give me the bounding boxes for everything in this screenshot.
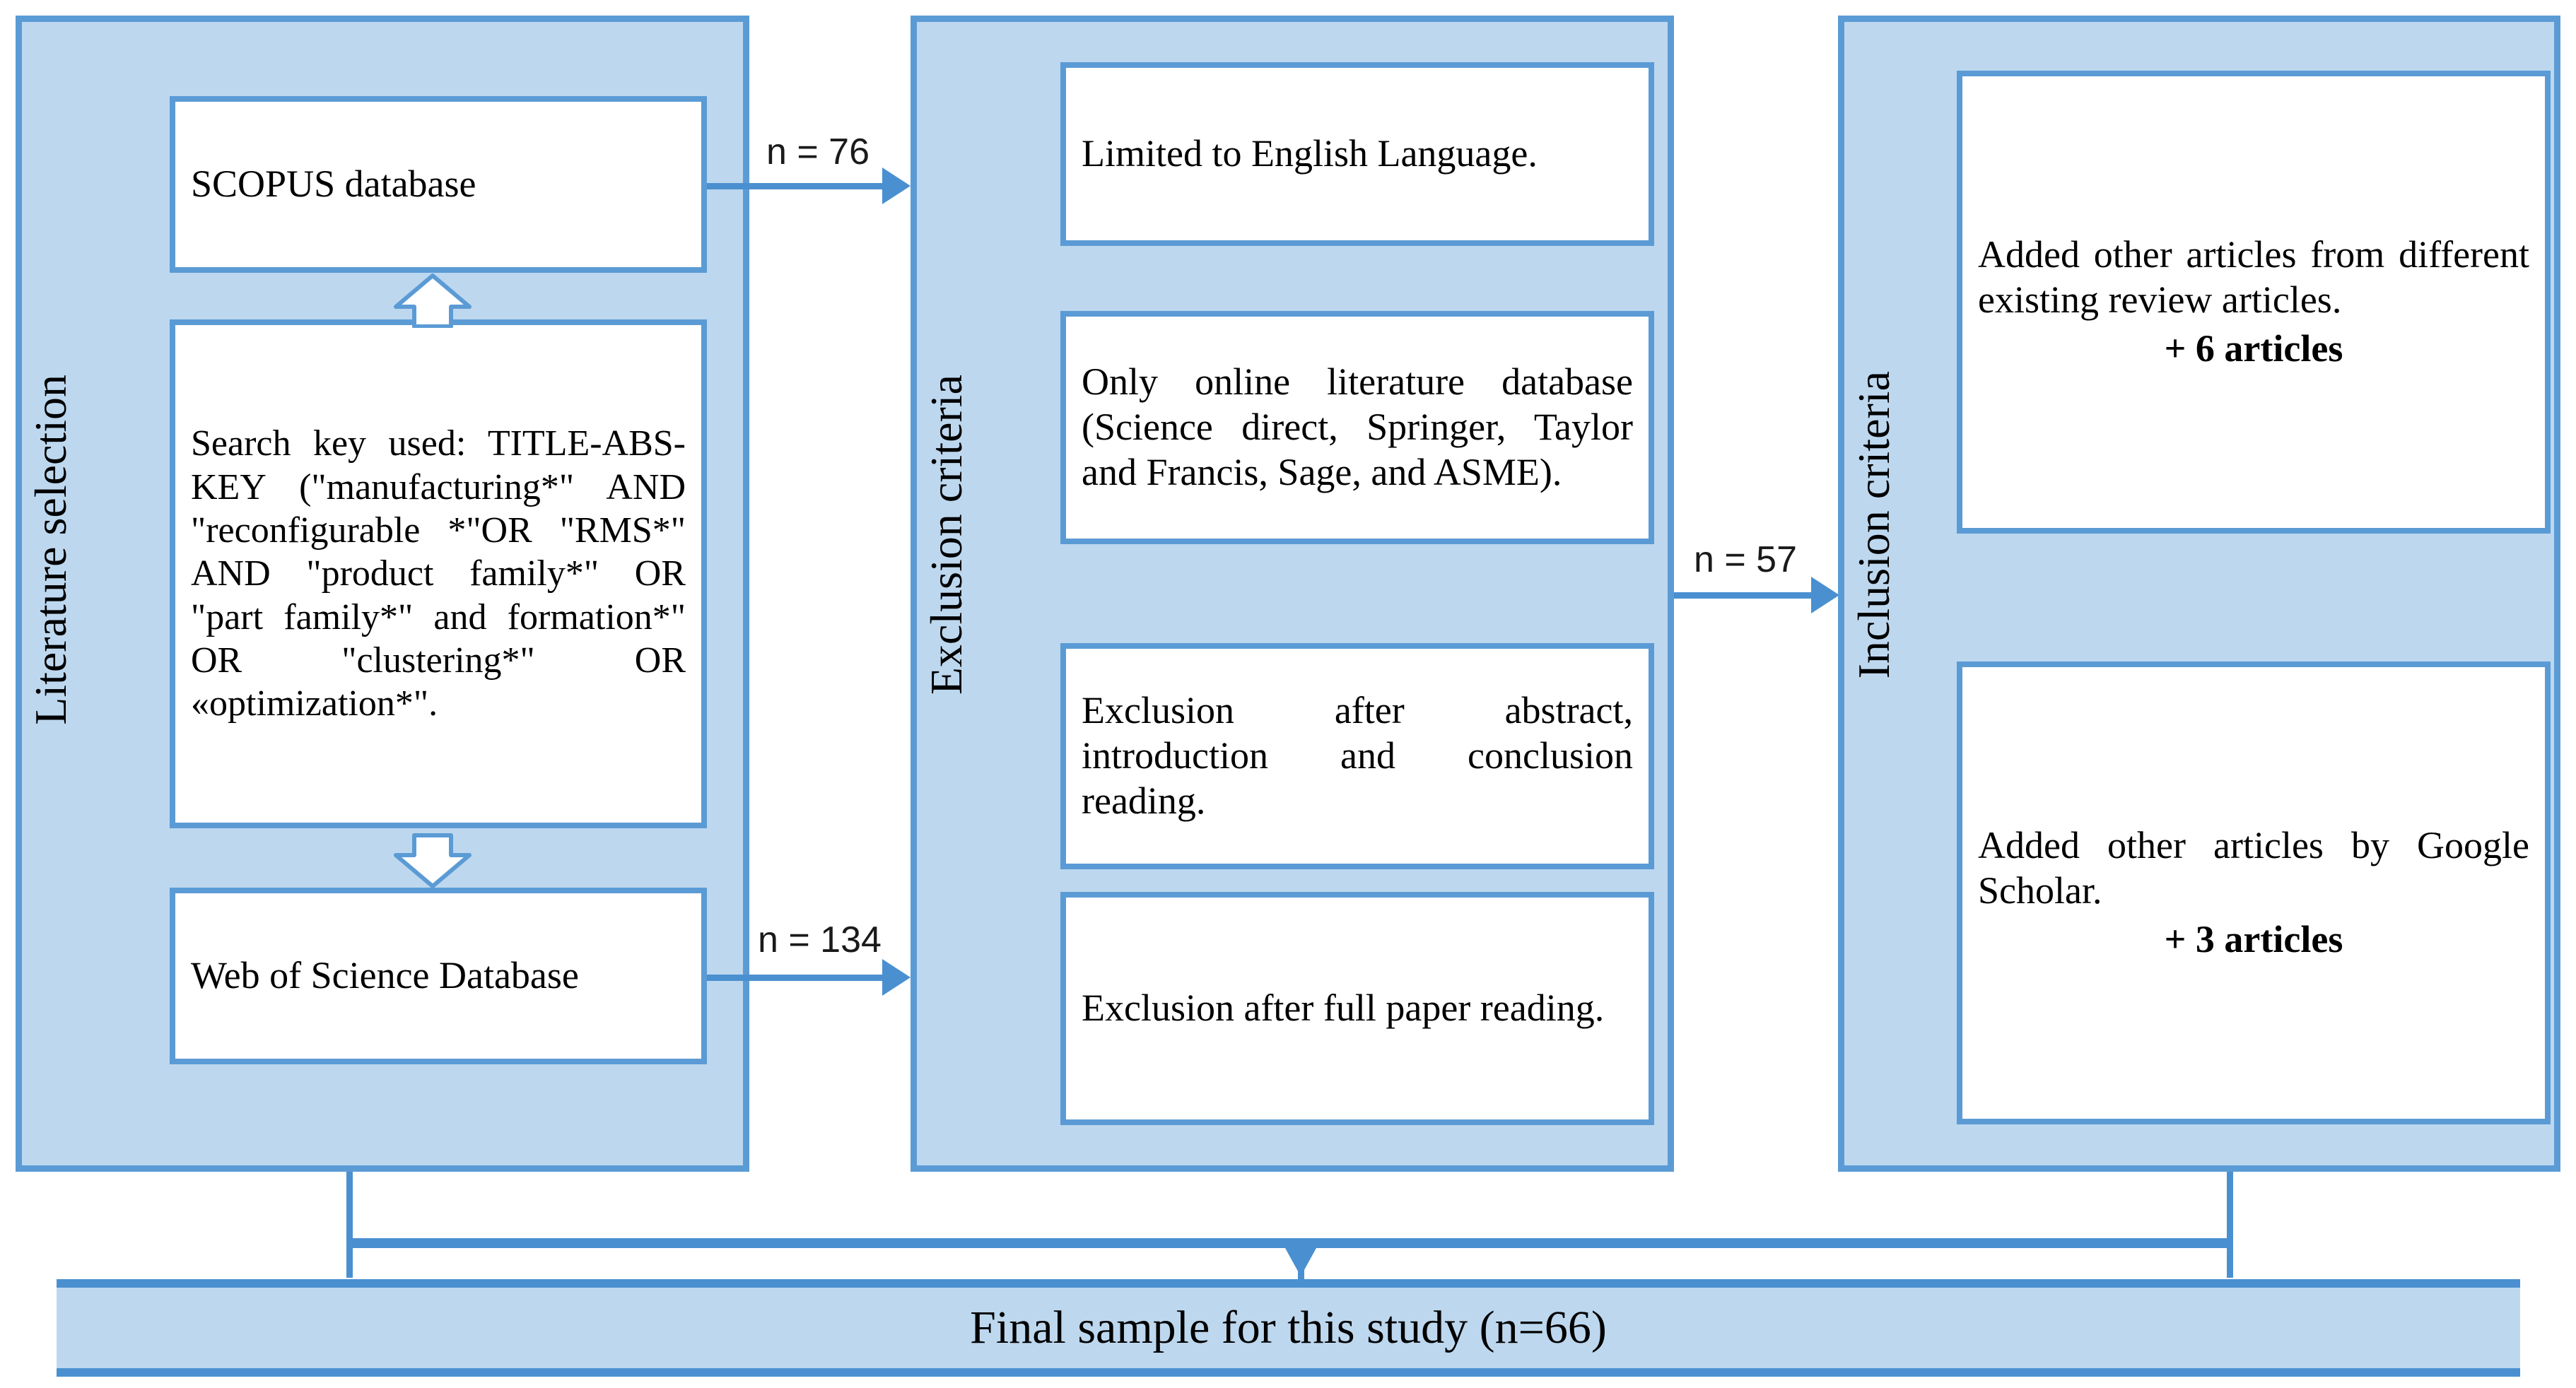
arrowhead-right-icon-wos	[882, 959, 911, 996]
box-exclusion-after-full-paper: Exclusion after full paper reading.	[1060, 892, 1654, 1125]
box-scopus-database: SCOPUS database	[170, 96, 707, 273]
stage-label-literature-selection: Literature selection	[25, 375, 76, 725]
stage-label-exclusion-criteria: Exclusion criteria	[921, 375, 971, 695]
box-added-from-google-scholar-count: + 3 articles	[2164, 918, 2343, 961]
box-exclusion-after-full-paper-text: Exclusion after full paper reading.	[1082, 987, 1605, 1030]
box-added-from-review-articles: Added other articles from different exis…	[1957, 71, 2551, 534]
box-online-literature-database: Only online literature database (Science…	[1060, 311, 1654, 544]
connector-scopus-to-exclusion	[707, 183, 884, 189]
box-search-key-text: Search key used: TITLE-ABS-KEY ("manufac…	[191, 423, 686, 724]
box-scopus-database-text: SCOPUS database	[191, 163, 476, 206]
connector-wos-to-exclusion	[707, 975, 884, 981]
final-sample-bar: Final sample for this study (n=66)	[57, 1279, 2520, 1377]
box-exclusion-after-abstract-text: Exclusion after abstract, introduction a…	[1082, 689, 1633, 822]
final-sample-text: Final sample for this study (n=66)	[970, 1302, 1607, 1353]
box-limited-to-english: Limited to English Language.	[1060, 62, 1654, 246]
box-limited-to-english-text: Limited to English Language.	[1082, 132, 1538, 175]
connector-exclusion-to-inclusion	[1674, 592, 1815, 599]
box-web-of-science-database-text: Web of Science Database	[191, 954, 579, 997]
box-exclusion-after-abstract: Exclusion after abstract, introduction a…	[1060, 643, 1654, 869]
connector-label-n76: n = 76	[766, 131, 870, 172]
box-added-from-review-articles-count: + 6 articles	[2164, 327, 2343, 370]
block-arrow-up-icon	[394, 274, 472, 328]
connector-label-n57: n = 57	[1694, 539, 1798, 580]
box-web-of-science-database: Web of Science Database	[170, 888, 707, 1064]
arrowhead-right-icon-scopus	[882, 167, 911, 204]
connector-label-n134: n = 134	[758, 919, 882, 960]
bracket-left-stem	[346, 1172, 353, 1278]
box-added-from-review-articles-text: Added other articles from different exis…	[1978, 233, 2529, 321]
block-arrow-down-icon	[394, 833, 472, 888]
stage-label-inclusion-criteria: Inclusion criteria	[1849, 371, 1899, 679]
box-added-from-google-scholar: Added other articles by Google Scholar. …	[1957, 661, 2551, 1124]
box-search-key: Search key used: TITLE-ABS-KEY ("manufac…	[170, 319, 707, 828]
arrowhead-down-icon-final	[1285, 1248, 1316, 1276]
bracket-horizontal	[346, 1238, 2233, 1248]
arrowhead-right-icon-inclusion	[1811, 577, 1839, 613]
box-added-from-google-scholar-text: Added other articles by Google Scholar.	[1978, 823, 2529, 912]
box-online-literature-database-text: Only online literature database (Science…	[1082, 360, 1633, 493]
bracket-right-stem	[2227, 1172, 2233, 1278]
